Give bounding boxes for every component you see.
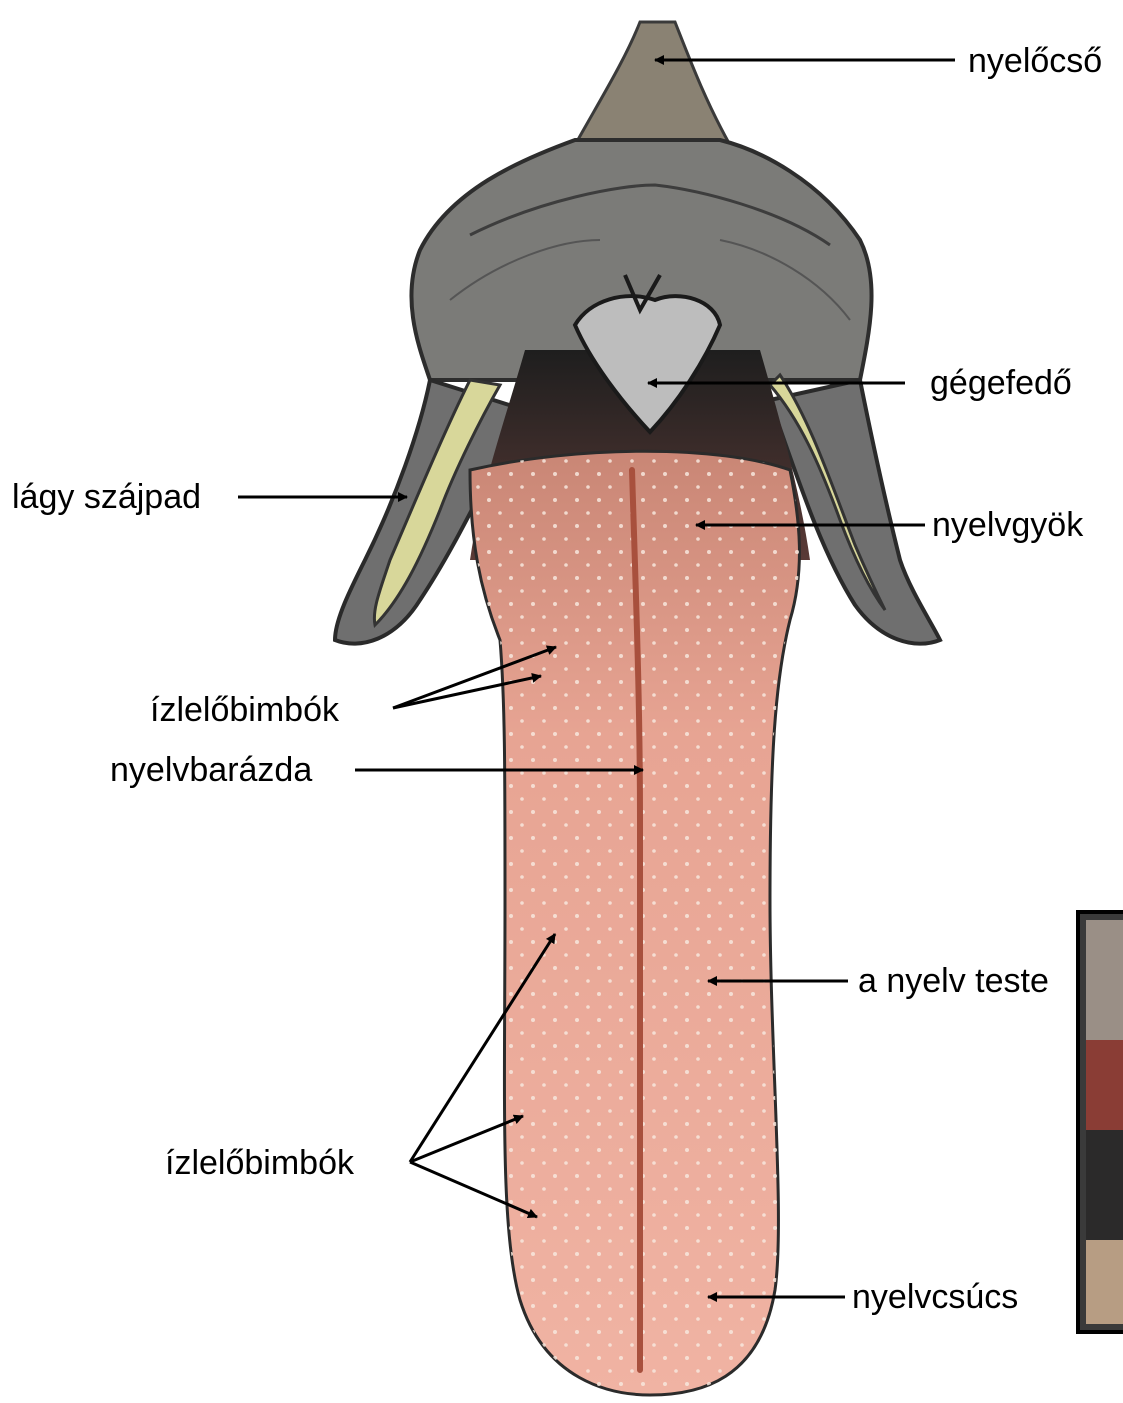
label-epiglottis: gégefedő xyxy=(930,366,1072,400)
label-taste-buds-lower: ízlelőbimbók xyxy=(165,1146,354,1180)
label-tongue-tip: nyelvcsúcs xyxy=(852,1280,1018,1314)
label-soft-palate: lágy szájpad xyxy=(12,480,201,514)
label-esophagus: nyelőcső xyxy=(968,44,1102,78)
label-taste-buds-upper: ízlelőbimbók xyxy=(150,693,339,727)
label-median-groove: nyelvbarázda xyxy=(110,753,312,787)
label-tongue-root: nyelvgyök xyxy=(932,508,1083,542)
label-tongue-body: a nyelv teste xyxy=(858,964,1049,998)
inset-photo xyxy=(1078,912,1123,1332)
esophagus-shape xyxy=(575,22,730,145)
